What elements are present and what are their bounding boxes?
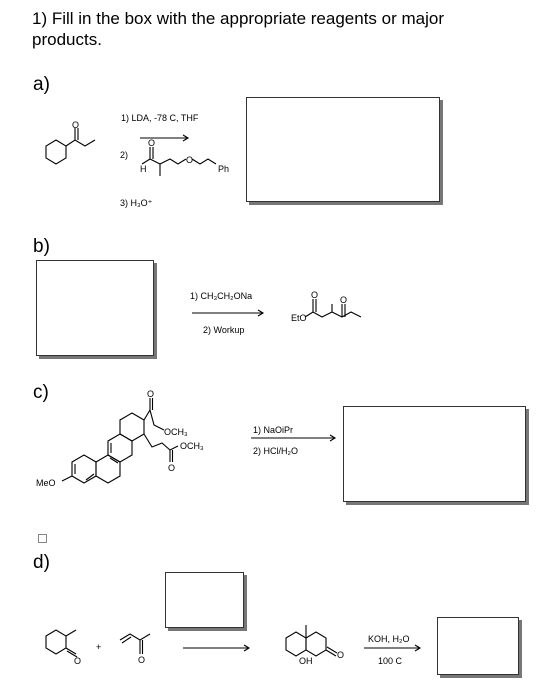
reaction-c-reagent-1: 1) NaOiPr xyxy=(253,425,294,435)
atom-meo: MeO xyxy=(36,478,56,488)
atom-oh: OH xyxy=(299,656,313,666)
question-text: 1) Fill in the box with the appropriate … xyxy=(32,8,552,50)
part-b-product xyxy=(304,299,362,318)
atom-o-c-ester-1: O xyxy=(147,389,155,399)
reaction-c-arrow xyxy=(251,434,337,442)
reaction-d-arrow-1 xyxy=(183,644,251,652)
plus-sign: + xyxy=(96,642,102,652)
part-b-label: b) xyxy=(33,236,50,257)
reaction-c-reagent-2: 2) HCl/H₂O xyxy=(253,446,298,456)
atom-o-ketone: O xyxy=(340,295,348,305)
answer-box-b[interactable] xyxy=(36,260,154,356)
atom-och3-2: OCH₃ xyxy=(180,441,204,451)
atom-h: H xyxy=(140,164,147,174)
answer-box-a[interactable] xyxy=(246,97,440,202)
atom-eto: EtO xyxy=(291,313,307,323)
reaction-a-arrow xyxy=(140,134,190,142)
question-line-2: products. xyxy=(32,30,102,49)
answer-box-d-reagents[interactable] xyxy=(165,572,244,628)
part-d-methyl-vinyl-ketone xyxy=(119,633,151,654)
part-c-starting-diester xyxy=(61,398,179,484)
reaction-d-reagent-2: 100 C xyxy=(378,656,403,666)
reaction-d-arrow-2 xyxy=(364,644,422,652)
atom-o-ester: O xyxy=(311,290,319,300)
atom-o-part-a-ketone: O xyxy=(72,120,80,130)
small-checkbox[interactable] xyxy=(38,534,47,543)
reaction-a-reagent-1: 1) LDA, -78 C, THF xyxy=(121,113,199,123)
atom-o-c-ester-2: O xyxy=(168,463,176,473)
part-c-label: c) xyxy=(33,382,49,403)
reaction-b-arrow xyxy=(192,309,265,317)
atom-o-d-ketone: O xyxy=(74,656,82,666)
atom-ph: Ph xyxy=(218,164,230,174)
reaction-b-reagent-2: 2) Workup xyxy=(203,325,245,335)
answer-box-c[interactable] xyxy=(343,406,526,502)
atom-o-d-ketol: O xyxy=(337,650,345,660)
part-a-starting-ketone xyxy=(45,128,96,165)
reaction-a-reagent-3: 3) H₃O⁺ xyxy=(120,198,153,208)
reaction-b-reagent-1: 1) CH₃CH₂ONa xyxy=(190,291,253,301)
answer-box-d-product[interactable] xyxy=(437,617,519,675)
reaction-a-aldehyde xyxy=(141,147,217,176)
part-d-methylcyclohexanone xyxy=(45,629,78,658)
part-d-label: d) xyxy=(33,552,50,573)
reaction-d-reagent-1: KOH, H₂O xyxy=(368,634,410,644)
atom-o-d-mvk: O xyxy=(138,655,146,665)
reaction-a-reagent-2-number: 2) xyxy=(120,150,129,160)
part-d-bicyclic-ketol xyxy=(285,625,338,657)
atom-o-ether: O xyxy=(186,155,194,165)
part-a-label: a) xyxy=(33,74,50,95)
question-line-1: 1) Fill in the box with the appropriate … xyxy=(32,9,444,28)
atom-o-aldehyde: O xyxy=(148,138,156,148)
atom-och3-1: OCH₃ xyxy=(164,427,188,437)
